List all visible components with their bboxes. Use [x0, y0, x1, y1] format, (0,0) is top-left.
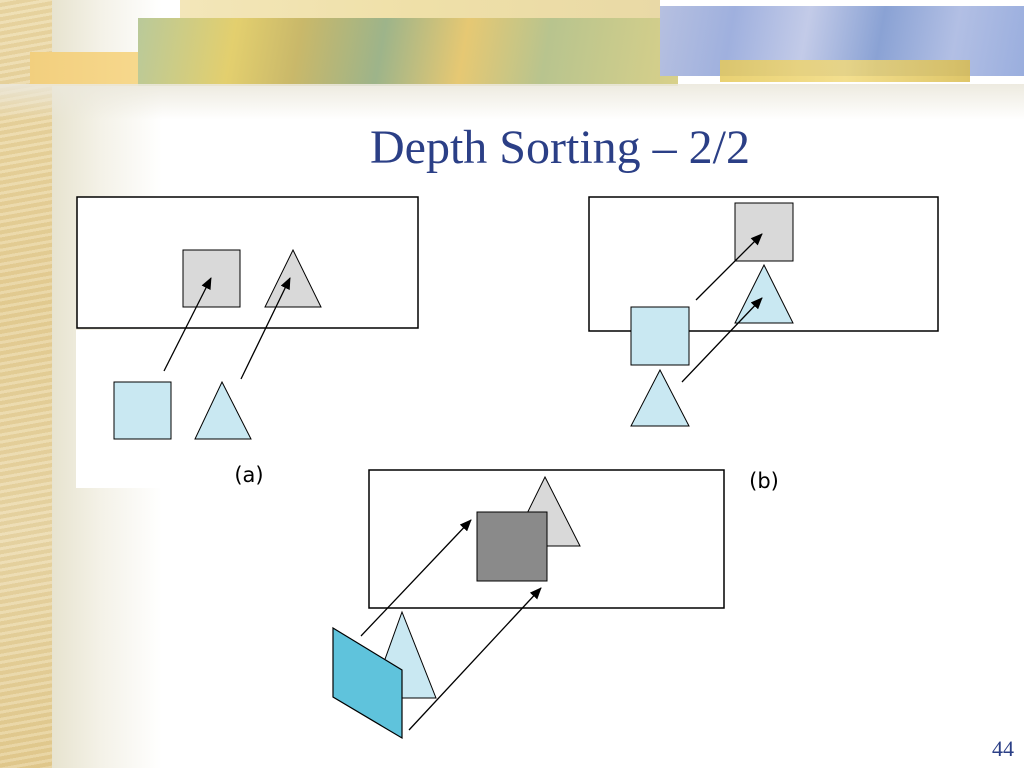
panel-c-slanted-square	[332, 626, 403, 740]
panel-a-projected-square	[182, 249, 241, 308]
banner-shadow	[0, 84, 1024, 120]
panel-a: (a)	[76, 196, 419, 488]
page-number: 44	[992, 736, 1014, 761]
panel-b-arrow-triangle	[681, 297, 763, 383]
banner-leaf-tile	[138, 18, 678, 86]
panel-a-projected-triangle	[264, 248, 322, 308]
banner-tile	[30, 52, 150, 86]
left-texture-strip	[0, 0, 52, 768]
panel-c	[332, 469, 725, 740]
panel-b: (b)	[588, 196, 939, 493]
banner-tile	[180, 0, 660, 20]
panel-b-arrow-square	[695, 233, 763, 301]
panel-c-arrow-lower	[408, 587, 542, 731]
top-decorative-banner	[0, 0, 1024, 120]
panel-b-label: (b)	[749, 469, 779, 493]
panel-b-triangle	[630, 368, 690, 427]
panel-c-arrow-upper	[360, 519, 472, 637]
slide-title: Depth Sorting – 2/2	[370, 121, 750, 174]
panel-a-arrow-triangle	[240, 277, 291, 380]
panel-a-projection-plane	[76, 196, 419, 329]
panel-c-projected-square	[476, 511, 548, 582]
panel-a-label: (a)	[234, 463, 263, 487]
panel-a-triangle	[194, 380, 252, 440]
panel-a-square	[113, 381, 172, 440]
panel-b-square	[630, 306, 690, 366]
panel-a-arrow-square	[163, 277, 212, 372]
panel-b-middle-triangle	[734, 263, 794, 324]
banner-grass-tile	[720, 60, 970, 82]
